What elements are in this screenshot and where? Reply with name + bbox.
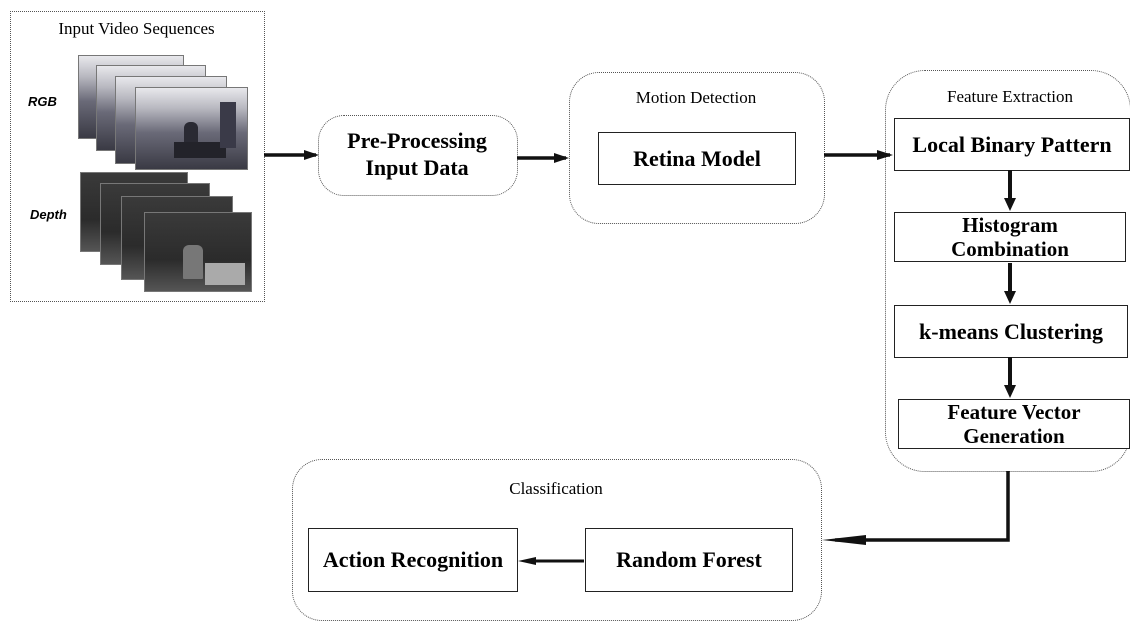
connector-arrows xyxy=(264,150,1016,565)
sofa-shape xyxy=(174,142,226,158)
doorway-shape xyxy=(220,102,236,148)
arrow-lbp-to-histogram xyxy=(1004,170,1016,211)
preprocessing-label: Pre-Processing Input Data xyxy=(318,115,516,194)
random-forest-box: Random Forest xyxy=(585,528,793,592)
arrow-kmeans-to-featurevector xyxy=(1004,357,1016,398)
retina-model-box: Retina Model xyxy=(598,132,796,185)
rgb-frame xyxy=(135,87,248,170)
arrow-featurevector-to-randomforest xyxy=(822,471,1010,545)
preprocessing-box xyxy=(318,115,518,196)
preprocessing-line2: Input Data xyxy=(365,154,469,180)
histogram-combination-box: Histogram Combination xyxy=(894,212,1126,262)
arrow-input-to-preprocessing xyxy=(264,150,319,160)
local-binary-pattern-box: Local Binary Pattern xyxy=(894,118,1130,171)
arrow-randomforest-to-action xyxy=(518,557,584,565)
arrow-preprocessing-to-motion xyxy=(517,153,569,163)
motion-detection-title: Motion Detection xyxy=(635,88,757,107)
preprocessing-line1: Pre-Processing xyxy=(347,128,487,154)
classification-title: Classification xyxy=(509,479,603,498)
input-video-sequences-title: Input Video Sequences xyxy=(58,19,215,38)
depth-frame xyxy=(144,212,252,292)
rgb-label: RGB xyxy=(28,94,57,109)
depth-label: Depth xyxy=(30,207,67,222)
feature-vector-generation-box: Feature Vector Generation xyxy=(898,399,1130,449)
depth-person-silhouette xyxy=(183,245,203,279)
depth-floor-shape xyxy=(205,263,245,285)
feature-extraction-title: Feature Extraction xyxy=(946,87,1074,106)
arrow-histogram-to-kmeans xyxy=(1004,263,1016,304)
arrow-motion-to-feature xyxy=(824,150,893,160)
action-recognition-box: Action Recognition xyxy=(308,528,518,592)
